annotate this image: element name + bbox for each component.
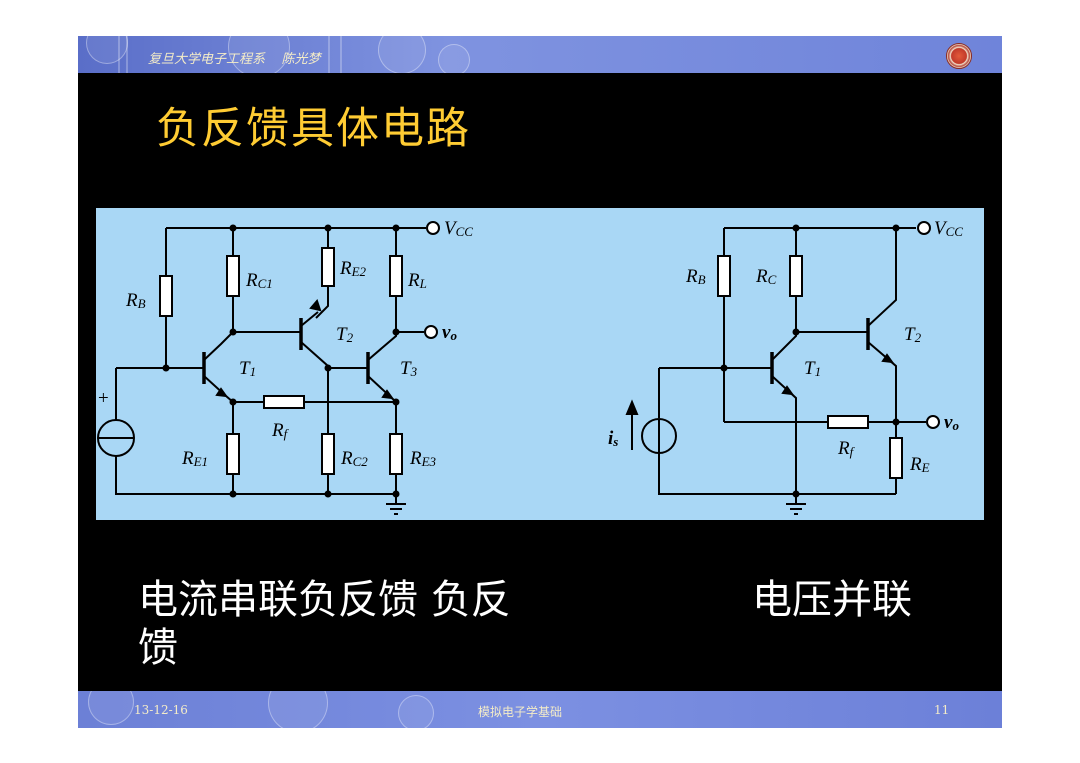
right-re-label: RE [909,454,930,475]
caption-current-series-feedback: 电流串联负反馈 负反馈 [138,577,511,671]
circuit-panel: VCC vo RB RC1 RE2 RL T2 T1 T3 Rf RE1 RC2… [96,208,984,520]
right-rf-label: Rf [837,438,856,459]
right-t1-label: T1 [804,358,821,379]
left-t2-label: T2 [336,324,354,345]
left-rb-label: RB [125,290,146,311]
left-re2-resistor [321,247,335,287]
left-plus-label: + [98,388,109,409]
right-rb-label: RB [685,266,706,287]
left-vo-label: vo [442,322,457,343]
right-rc-resistor [789,255,803,297]
left-re3-label: RE3 [409,448,437,469]
left-vcc-label: VCC [444,218,473,239]
right-rc-label: RC [755,266,777,287]
left-rc1-label: RC1 [245,270,273,291]
slide: 复旦大学电子工程系 陈光梦 负反馈具体电路 [78,36,1002,728]
left-re3-resistor [389,433,403,475]
footer-page-number: 11 [934,703,950,717]
left-rl-label: RL [407,270,427,291]
header-bar: 复旦大学电子工程系 陈光梦 [78,36,1002,73]
left-vo-terminal [424,325,438,339]
left-vcc-terminal [426,221,440,235]
left-re2-label: RE2 [339,258,367,279]
right-vcc-label: VCC [934,218,963,239]
left-rf-label: Rf [271,420,290,441]
footer-course: 模拟电子学基础 [478,705,563,719]
left-t1-label: T1 [239,358,256,379]
footer-bar: 13-12-16 模拟电子学基础 11 [78,691,1002,728]
left-rf-resistor [263,395,305,409]
circuit-diagram: VCC vo RB RC1 RE2 RL T2 T1 T3 Rf RE1 RC2… [97,218,963,515]
left-re1-resistor [226,433,240,475]
left-rc1-resistor [226,255,240,297]
right-is-label: is [608,428,618,449]
left-rc2-resistor [321,433,335,475]
left-t3-label: T3 [400,358,418,379]
caption-voltage-shunt-feedback: 电压并联 [752,577,912,623]
slide-title: 负反馈具体电路 [156,104,471,154]
right-vcc-terminal [917,221,931,235]
right-vo-label: vo [944,412,959,433]
left-rb-resistor [159,275,173,317]
left-re1-label: RE1 [181,448,208,469]
university-logo [946,43,972,69]
left-rl-resistor [389,255,403,297]
footer-date: 13-12-16 [134,703,188,717]
left-ground [386,494,406,515]
right-rf-resistor [827,415,869,429]
left-rc2-label: RC2 [340,448,368,469]
right-vo-terminal [926,415,940,429]
header-text: 复旦大学电子工程系 陈光梦 [148,52,321,67]
right-ground [786,494,806,515]
right-rb-resistor [717,255,731,297]
right-re-resistor [889,437,903,479]
right-t2-label: T2 [904,324,922,345]
